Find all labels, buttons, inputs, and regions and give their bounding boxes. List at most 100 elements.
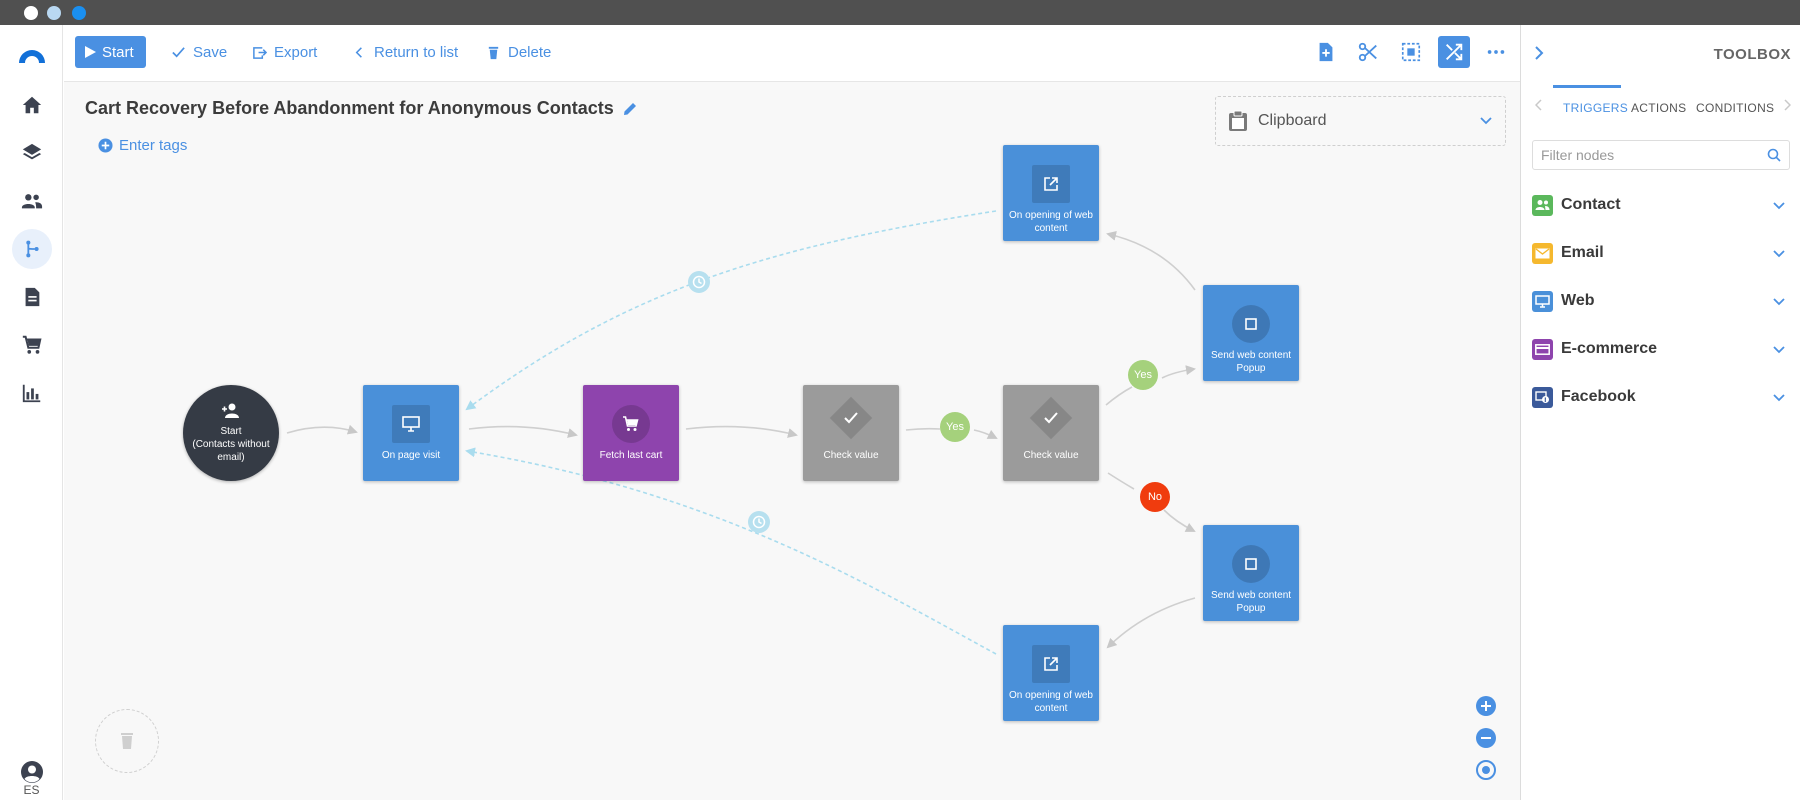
left-nav-rail: ES [0, 25, 63, 800]
window-minimize-dot[interactable] [47, 6, 61, 20]
nav-workflows-icon[interactable] [12, 229, 52, 269]
add-circle-icon [98, 138, 113, 153]
node-label: Popup [1236, 603, 1266, 614]
toolbox-panel: TOOLBOX TRIGGERS ACTIONS CONDITIONS Cont… [1520, 25, 1800, 800]
node-check-value-2[interactable]: Check value [1003, 385, 1099, 481]
external-link-icon [1032, 645, 1070, 683]
workflow-title-text: Cart Recovery Before Abandonment for Ano… [85, 98, 614, 118]
app-logo-icon[interactable] [17, 45, 47, 63]
workflow-canvas[interactable]: Cart Recovery Before Abandonment for Ano… [64, 82, 1520, 800]
node-send-popup-top[interactable]: Send web content Popup [1203, 285, 1299, 381]
chevron-down-icon[interactable] [1479, 116, 1493, 126]
condition-yes-badge[interactable]: Yes [940, 412, 970, 442]
window-maximize-dot[interactable] [72, 6, 86, 20]
category-ecommerce[interactable]: E-commerce [1532, 334, 1790, 364]
auto-layout-icon[interactable] [1438, 36, 1470, 68]
edge-yes-to-check2 [973, 429, 998, 439]
delete-button[interactable]: Delete [486, 36, 551, 68]
filter-nodes-field[interactable] [1532, 140, 1790, 170]
tabs-next-icon[interactable] [1783, 99, 1791, 111]
more-options-icon[interactable] [1480, 36, 1512, 68]
return-to-list-button[interactable]: Return to list [352, 36, 458, 68]
return-to-list-label: Return to list [374, 43, 459, 61]
delay-clock-icon[interactable] [748, 511, 770, 533]
edge-webcontent-bottom-to-visit [465, 447, 997, 655]
edge-popup-top-to-webcontent-top [1106, 230, 1196, 291]
nav-layers-icon[interactable] [12, 133, 52, 173]
node-fetch-last-cart[interactable]: Fetch last cart [583, 385, 679, 481]
chevron-down-icon[interactable] [1772, 297, 1786, 306]
tab-actions[interactable]: ACTIONS [1631, 101, 1687, 115]
node-send-popup-bottom[interactable]: Send web content Popup [1203, 525, 1299, 621]
category-web[interactable]: Web [1532, 286, 1790, 316]
add-document-icon[interactable] [1310, 36, 1342, 68]
delay-clock-icon[interactable] [688, 271, 710, 293]
scissors-icon[interactable] [1352, 36, 1384, 68]
category-facebook[interactable]: Facebook [1532, 382, 1790, 412]
email-icon [1532, 242, 1553, 264]
select-area-icon[interactable] [1395, 36, 1427, 68]
node-on-page-visit[interactable]: On page visit [363, 385, 459, 481]
language-indicator[interactable]: ES [23, 783, 40, 797]
save-button[interactable]: Save [171, 36, 227, 68]
node-start[interactable]: Start (Contacts without email) [183, 385, 279, 481]
delete-button-label: Delete [508, 43, 552, 61]
category-contact[interactable]: Contact [1532, 190, 1790, 220]
tab-conditions[interactable]: CONDITIONS [1696, 101, 1775, 115]
edge-check1-to-yes [905, 427, 941, 431]
node-label: On opening of web [1009, 210, 1093, 221]
zoom-out-icon[interactable] [1475, 727, 1497, 749]
nav-home-icon[interactable] [12, 85, 52, 125]
window-close-dot[interactable] [24, 6, 38, 20]
node-web-content-open-bottom[interactable]: On opening of web content [1003, 625, 1099, 721]
center-view-icon[interactable] [1475, 759, 1497, 781]
node-label: content [1034, 703, 1068, 714]
export-icon [253, 46, 267, 59]
chevron-down-icon[interactable] [1772, 345, 1786, 354]
edge-check2-to-no [1107, 472, 1135, 490]
edit-pencil-icon[interactable] [622, 101, 638, 117]
node-web-content-open-top[interactable]: On opening of web content [1003, 145, 1099, 241]
chevron-down-icon[interactable] [1772, 201, 1786, 210]
chevron-down-icon[interactable] [1772, 393, 1786, 402]
edge-visit-to-fetch [468, 425, 578, 438]
category-label: Email [1561, 244, 1604, 261]
workflow-toolbar: Start Save Export Return to list Delete [64, 25, 1520, 82]
category-email[interactable]: Email [1532, 238, 1790, 268]
popup-square-icon [1232, 545, 1270, 583]
node-label: Send web content [1210, 350, 1292, 361]
toolbox-header: TOOLBOX [1521, 25, 1800, 85]
check-icon [172, 46, 185, 57]
start-button[interactable]: Start [75, 36, 146, 68]
node-start-line2: (Contacts without [192, 439, 270, 450]
tab-triggers[interactable]: TRIGGERS [1563, 101, 1629, 115]
node-label: Send web content [1210, 590, 1292, 601]
chevron-down-icon[interactable] [1772, 249, 1786, 258]
zoom-in-icon[interactable] [1475, 695, 1497, 717]
trash-dropzone[interactable] [95, 709, 159, 773]
nav-reports-icon[interactable] [12, 373, 52, 413]
node-check-value-1[interactable]: Check value [803, 385, 899, 481]
tabs-prev-icon[interactable] [1535, 99, 1543, 111]
play-icon [85, 46, 96, 58]
condition-yes-badge[interactable]: Yes [1128, 360, 1158, 390]
chevron-right-icon[interactable] [1533, 45, 1545, 61]
export-button[interactable]: Export [252, 36, 317, 68]
condition-no-badge[interactable]: No [1140, 482, 1170, 512]
node-start-line3: email) [217, 452, 245, 463]
filter-nodes-input[interactable] [1541, 147, 1767, 163]
nav-contacts-icon[interactable] [12, 181, 52, 221]
external-link-icon [1032, 165, 1070, 203]
node-label: Popup [1236, 363, 1266, 374]
search-icon[interactable] [1767, 148, 1781, 162]
enter-tags-button[interactable]: Enter tags [98, 137, 187, 154]
window-titlebar [0, 0, 1800, 25]
user-account-icon[interactable] [20, 760, 44, 784]
category-label: Contact [1561, 196, 1621, 213]
clipboard-dropzone[interactable]: Clipboard [1215, 96, 1506, 146]
toolbox-tabs: TRIGGERS ACTIONS CONDITIONS [1521, 85, 1800, 125]
chevron-left-icon [355, 46, 362, 58]
nav-cart-icon[interactable] [12, 325, 52, 365]
active-tab-indicator [1553, 85, 1621, 88]
nav-document-icon[interactable] [12, 277, 52, 317]
